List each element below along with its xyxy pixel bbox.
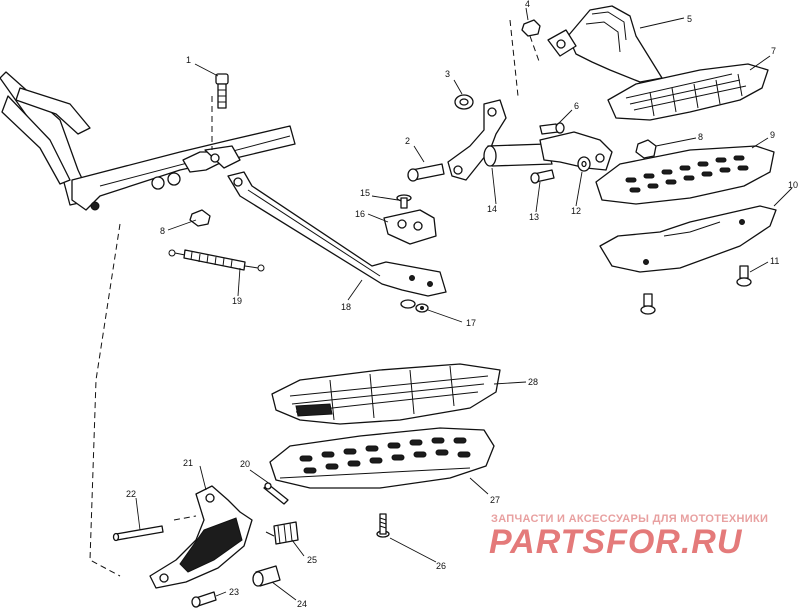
callout-labels: 1 2 3 4 5 6 7 8 9 10 11 12 13 14 15 16 1… [126, 0, 798, 608]
callout-4: 4 [525, 0, 530, 9]
bushing-part-24 [252, 565, 281, 587]
pin-part-20 [263, 482, 289, 505]
screw-part-26 [376, 513, 390, 538]
bolt-part-2 [407, 163, 445, 182]
washer-part-12 [577, 156, 591, 172]
bolt-part-11-a [736, 265, 752, 287]
callout-24: 24 [297, 599, 307, 608]
callout-17: 17 [466, 318, 476, 328]
watermark-logo: PARTSFOR.RU [489, 523, 743, 561]
bracket-part-21 [149, 485, 253, 589]
callout-1: 1 [186, 55, 191, 65]
callout-26: 26 [436, 561, 446, 571]
callout-20: 20 [240, 459, 250, 469]
watermark-tagline: ЗАПЧАСТИ И АКСЕССУАРЫ ДЛЯ МОТОТЕХНИКИ [491, 513, 769, 525]
bracket-part-16 [383, 209, 437, 245]
floorboard-part-9 [595, 145, 775, 205]
nut-part-8-left [189, 209, 211, 227]
nut-part-8-right [635, 139, 657, 159]
callout-10: 10 [788, 180, 798, 190]
callout-23: 23 [229, 587, 239, 597]
callout-9: 9 [770, 130, 775, 140]
callout-21: 21 [183, 458, 193, 468]
callout-3: 3 [445, 69, 450, 79]
callout-25: 25 [307, 555, 317, 565]
callout-19: 19 [232, 296, 242, 306]
callout-27: 27 [490, 495, 500, 505]
callout-13: 13 [529, 212, 539, 222]
bolt-part-13 [530, 169, 555, 184]
spring-part-25 [265, 521, 299, 545]
callout-5: 5 [687, 14, 692, 24]
lever-arm-part-18 [227, 171, 447, 297]
bolt-part-11-b [640, 293, 656, 315]
frame-assembly [0, 71, 296, 211]
rod-part-22 [112, 525, 164, 542]
callout-8-right: 8 [698, 132, 703, 142]
callout-28: 28 [528, 377, 538, 387]
callout-8-left: 8 [160, 226, 165, 236]
heel-guard-part-5 [547, 5, 663, 83]
callout-22: 22 [126, 489, 136, 499]
callout-11: 11 [770, 256, 779, 266]
callout-18: 18 [341, 302, 351, 312]
bushing-part-3 [454, 94, 474, 110]
bolt-part-23 [191, 591, 217, 608]
callout-2: 2 [405, 136, 410, 146]
bolt-part-1 [215, 73, 229, 109]
floorboard-base-part-10 [599, 205, 777, 273]
callout-16: 16 [355, 209, 365, 219]
washer-part-17 [400, 299, 429, 313]
floorboard-pad-part-7 [607, 63, 769, 121]
callout-6: 6 [574, 101, 579, 111]
callout-7: 7 [771, 46, 776, 56]
nut-part-4 [521, 19, 541, 65]
floorboard-part-27 [269, 427, 495, 489]
screw-part-15 [396, 194, 412, 209]
floorboard-pad-part-28 [271, 363, 501, 425]
assembly-guide-line [89, 223, 121, 577]
callout-15: 15 [360, 188, 370, 198]
spring-part-19 [168, 249, 265, 272]
callout-14: 14 [487, 204, 497, 214]
callout-12: 12 [571, 206, 581, 216]
pin-part-6 [539, 122, 565, 135]
mount-bracket-part-14 [447, 19, 613, 181]
leader-lines [135, 7, 793, 601]
